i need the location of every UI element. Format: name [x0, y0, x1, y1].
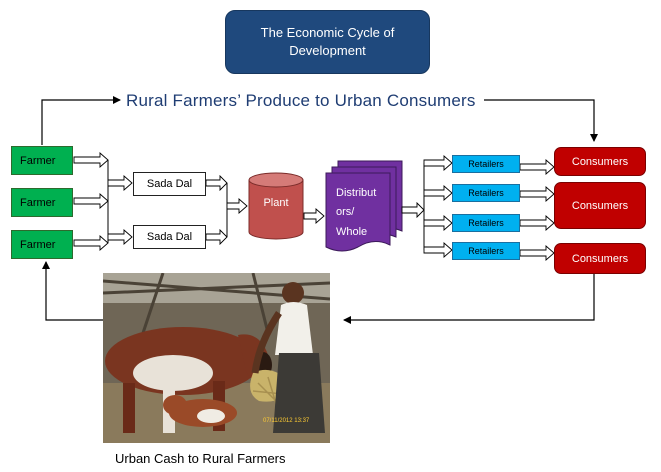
distributors-label-line-2: ors/: [336, 206, 355, 218]
distributors-stack: [325, 160, 403, 252]
sada-output-arrows: [205, 174, 228, 246]
retailer-box-3: Retailers: [452, 214, 520, 232]
photo-timestamp: 07/11/2012 13:37: [263, 418, 310, 424]
consumers-box-2: Consumers: [554, 182, 646, 229]
retailer-output-arrows: [519, 159, 555, 261]
cash-flow-label: Urban Cash to Rural Farmers: [115, 451, 286, 466]
distributors-label-line-1: Distribut: [336, 187, 376, 199]
plant-to-distributor-arrow: [303, 208, 325, 224]
farmer-box-3: Farmer: [11, 230, 73, 259]
farmer-output-arrows: [73, 152, 109, 251]
consumers-box-3: Consumers: [554, 243, 646, 274]
retailer-box-4: Retailers: [452, 242, 520, 260]
retailer-box-2: Retailers: [452, 184, 520, 202]
sada-dal-box-2: Sada Dal: [133, 225, 206, 249]
bracket-to-sada-arrows: [107, 175, 133, 245]
produce-flow-line-left: [41, 96, 121, 145]
to-retailer-arrows: [423, 155, 453, 258]
farm-photo: 07/11/2012 13:37: [103, 273, 330, 443]
farmer-box-1: Farmer: [11, 146, 73, 175]
retailer-box-1: Retailers: [452, 155, 520, 173]
distributor-output-arrow: [401, 201, 425, 219]
produce-flow-line-right: [484, 99, 598, 142]
diagram-title: The Economic Cycle of Development: [225, 10, 430, 74]
consumers-box-1: Consumers: [554, 147, 646, 176]
plant-cylinder: [248, 172, 304, 240]
farmer-box-2: Farmer: [11, 188, 73, 217]
distributors-label-line-3: Whole: [336, 226, 367, 238]
plant-label: Plant: [263, 197, 288, 209]
produce-flow-label: Rural Farmers’ Produce to Urban Consumer…: [126, 91, 476, 110]
cash-flow-line-right: [343, 274, 595, 324]
sada-dal-box-1: Sada Dal: [133, 172, 206, 196]
to-plant-arrow: [226, 198, 248, 214]
cash-flow-line-left: [42, 261, 103, 321]
farm-photo-illustration: 07/11/2012 13:37: [103, 273, 330, 443]
